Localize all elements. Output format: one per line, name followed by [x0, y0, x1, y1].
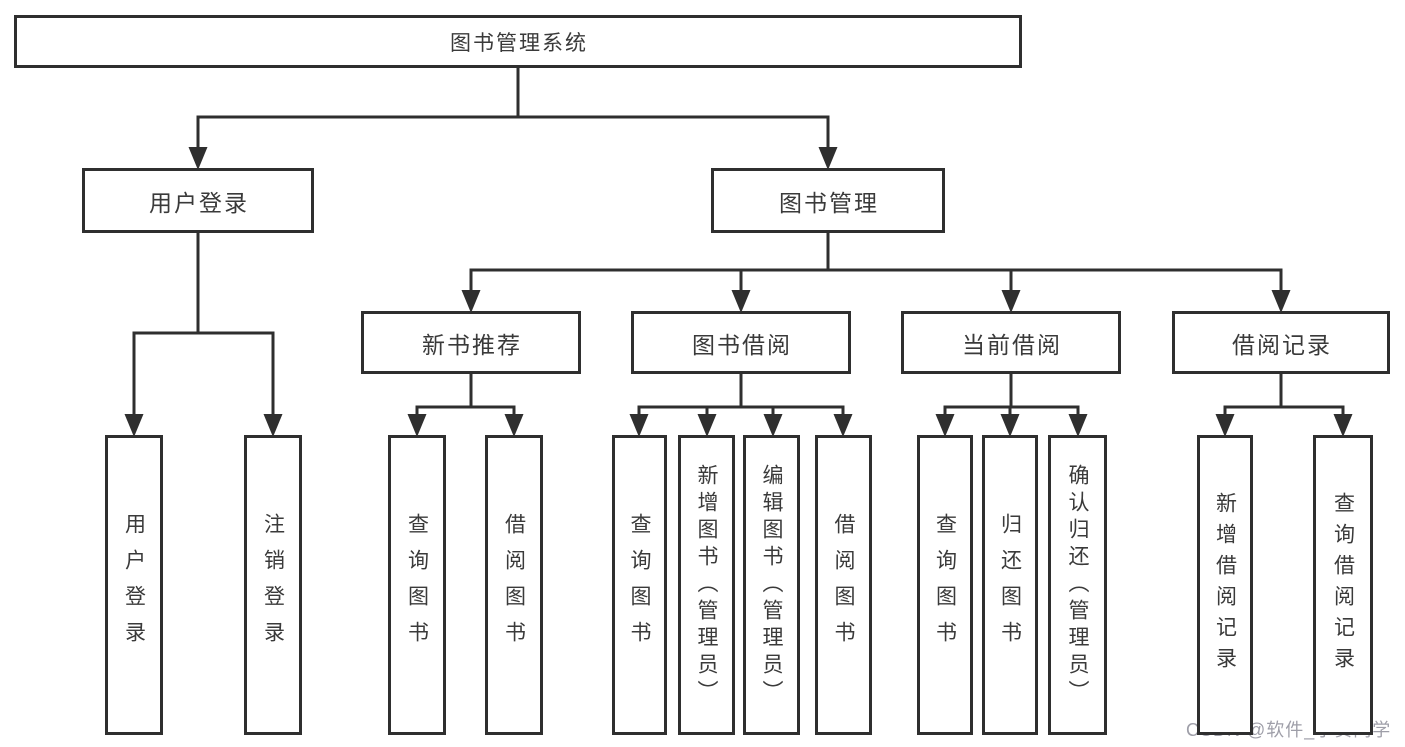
node-new-book-rec: 新书推荐 [361, 311, 581, 374]
arrowhead-icon [629, 414, 649, 437]
node-book-borrow: 图书借阅 [631, 311, 851, 374]
node-label: 图书借阅 [692, 331, 792, 358]
node-label: 查询图书 [933, 513, 957, 657]
node-leaf-edit-book: 编辑图书（管理员） [743, 435, 800, 735]
node-leaf-user-login: 用户登录 [105, 435, 163, 735]
arrowhead-icon [1000, 414, 1020, 437]
arrowhead-icon [818, 147, 838, 170]
node-root: 图书管理系统 [14, 15, 1022, 68]
node-label: 用户登录 [122, 513, 146, 657]
node-leaf-add-record: 新增借阅记录 [1197, 435, 1253, 735]
connector-current-borrow-to-leaves [935, 372, 1088, 437]
node-label: 借阅记录 [1232, 331, 1332, 358]
node-label: 借阅图书 [832, 513, 855, 657]
connector-book-mgmt-to-level3 [461, 231, 1291, 313]
arrowhead-icon [833, 414, 853, 437]
node-book-mgmt: 图书管理 [711, 168, 945, 233]
node-label: 查询借阅记录 [1331, 492, 1355, 678]
arrowhead-icon [935, 414, 955, 437]
arrowhead-icon [1333, 414, 1353, 437]
node-label: 确认归还（管理员） [1066, 463, 1089, 707]
node-label: 查询图书 [628, 513, 651, 657]
node-leaf-borrow-book-2: 借阅图书 [815, 435, 872, 735]
node-label: 新书推荐 [422, 331, 522, 358]
connector-borrow-records-to-leaves [1215, 372, 1353, 437]
connector-user-login-to-leaves [124, 231, 283, 437]
node-leaf-confirm-return: 确认归还（管理员） [1048, 435, 1107, 735]
arrowhead-icon [263, 414, 283, 437]
node-leaf-return-book: 归还图书 [982, 435, 1038, 735]
arrowhead-icon [124, 414, 144, 437]
node-label: 图书管理系统 [450, 31, 588, 55]
node-leaf-logout: 注销登录 [244, 435, 302, 735]
node-label: 归还图书 [998, 513, 1022, 657]
node-label: 编辑图书（管理员） [760, 463, 783, 707]
arrowhead-icon [697, 414, 717, 437]
node-leaf-query-book-3: 查询图书 [917, 435, 973, 735]
node-label: 当前借阅 [962, 331, 1062, 358]
node-current-borrow: 当前借阅 [901, 311, 1121, 374]
node-borrow-records: 借阅记录 [1172, 311, 1390, 374]
node-label: 新增借阅记录 [1213, 492, 1237, 678]
connector-book-borrow-to-leaves [629, 372, 853, 437]
connector-new-book-rec-to-leaves [407, 372, 524, 437]
node-label: 注销登录 [261, 513, 285, 657]
node-leaf-add-book: 新增图书（管理员） [678, 435, 735, 735]
node-leaf-borrow-book-1: 借阅图书 [485, 435, 543, 735]
arrowhead-icon [763, 414, 783, 437]
arrowhead-icon [1271, 290, 1291, 313]
node-leaf-query-book-1: 查询图书 [388, 435, 446, 735]
node-label: 用户登录 [149, 189, 249, 216]
node-leaf-query-book-2: 查询图书 [612, 435, 667, 735]
node-leaf-query-record: 查询借阅记录 [1313, 435, 1373, 735]
arrowhead-icon [461, 290, 481, 313]
arrowhead-icon [1001, 290, 1021, 313]
arrowhead-icon [731, 290, 751, 313]
arrowhead-icon [407, 414, 427, 437]
arrowhead-icon [1068, 414, 1088, 437]
arrowhead-icon [504, 414, 524, 437]
node-label: 借阅图书 [502, 513, 526, 657]
arrowhead-icon [188, 147, 208, 170]
node-label: 图书管理 [779, 189, 879, 216]
connector-root-to-level2 [188, 66, 838, 170]
arrowhead-icon [1215, 414, 1235, 437]
node-user-login: 用户登录 [82, 168, 314, 233]
node-label: 新增图书（管理员） [695, 463, 718, 707]
node-label: 查询图书 [405, 513, 429, 657]
